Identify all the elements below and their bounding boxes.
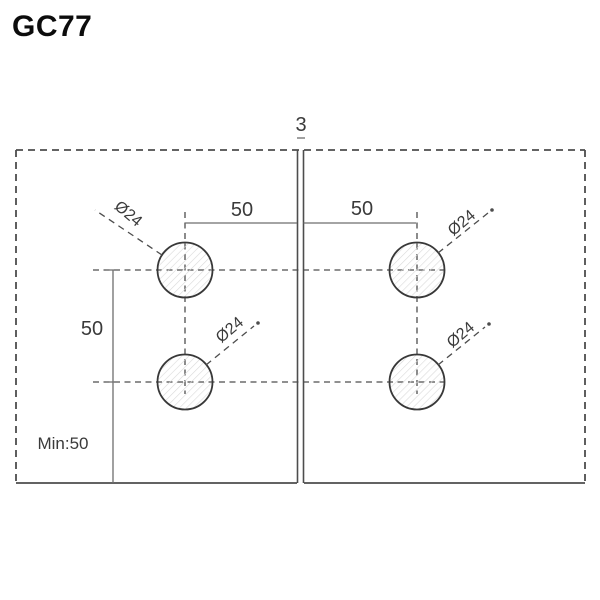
- dimension-label-gap: 3: [295, 114, 306, 136]
- hole-diameter-label-top-right: Ø24: [445, 207, 479, 240]
- leader-top-left: [94, 209, 163, 256]
- hole-diameter-label-bottom-left: Ø24: [213, 314, 247, 347]
- leader-bottom-left: [205, 325, 255, 366]
- glass-panel-border: [15, 149, 586, 483]
- hole-bottom-right: [388, 353, 446, 411]
- hole-bottom-left: [156, 353, 214, 411]
- dimension-line-vertical: [106, 269, 120, 483]
- hole-top-right: [388, 241, 446, 299]
- leader-end-dot-bottom-left: [256, 321, 260, 325]
- leader-end-dot-top-right: [490, 208, 494, 212]
- dimension-label-top-right: 50: [351, 198, 373, 220]
- hole-diameter-label-top-left: Ø24: [111, 198, 145, 231]
- leader-end-dot-bottom-right: [487, 322, 491, 326]
- dimension-label-min-edge: Min:50: [37, 434, 88, 453]
- dimension-label-top-left: 50: [231, 199, 253, 221]
- hole-diameter-label-bottom-right: Ø24: [444, 319, 478, 352]
- dimension-label-row-spacing: 50: [81, 318, 103, 340]
- hole-top-left: [156, 241, 214, 299]
- leader-bottom-right: [437, 326, 486, 366]
- page-title: GC77: [12, 10, 93, 43]
